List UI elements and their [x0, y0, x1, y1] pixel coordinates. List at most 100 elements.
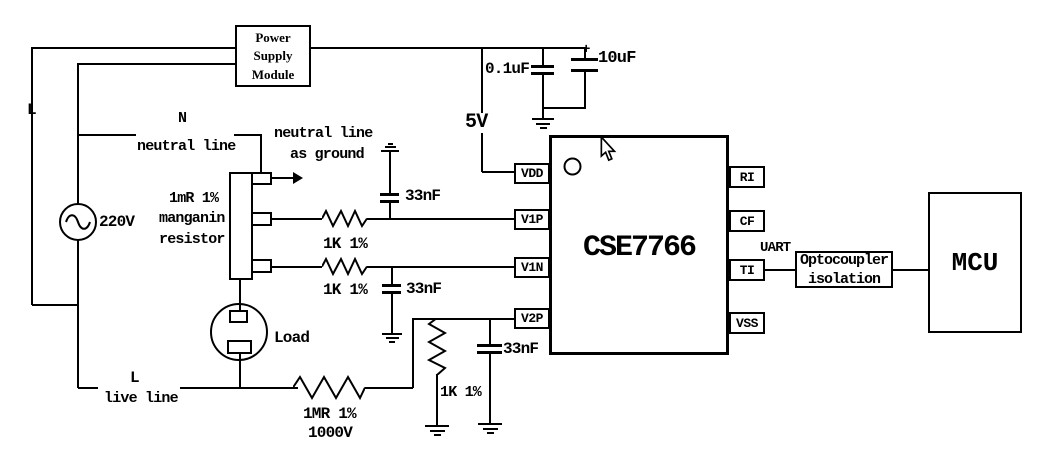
wire-cap-v1p-bottom — [389, 201, 391, 219]
label-neutral-top: N — [178, 110, 187, 127]
label-cap-10uf: 10uF — [598, 49, 636, 68]
optocoupler-label-line2: isolation — [807, 270, 881, 288]
mouse-cursor-icon — [600, 137, 617, 162]
wire-live-line-b — [365, 387, 413, 389]
ground-arrow-icon — [293, 172, 303, 184]
wire-shunt-arrow — [272, 177, 294, 179]
wire-5v-rail — [310, 47, 585, 49]
label-cap-v1n: 33nF — [406, 280, 442, 298]
pin-v1p: V1P — [514, 209, 550, 230]
label-shunt-material: manganin — [159, 210, 225, 227]
ground-icon — [536, 123, 550, 125]
wire-shunt-to-load — [239, 279, 241, 311]
label-live-line: live line — [104, 390, 179, 407]
label-r-v1p: 1K 1% — [323, 235, 368, 253]
cap-v1p-plate — [380, 193, 399, 196]
cap-v2p-plate — [477, 351, 502, 354]
psm-label-line1: Power — [255, 29, 291, 45]
label-r-live-value: 1MR 1% — [303, 405, 357, 423]
power-supply-module-box: Power Supply Module — [235, 25, 311, 87]
cap-v1n-plate — [382, 291, 401, 294]
wire-r1k-vert-bottom — [436, 374, 438, 425]
load-icon — [210, 303, 268, 361]
wire-cap-bottom — [543, 107, 586, 109]
wire-load-to-live — [239, 352, 241, 388]
cap-10uf-plate — [571, 58, 598, 61]
wire-neutral-label-left — [79, 134, 136, 136]
wire-cap01-top — [542, 47, 544, 67]
optocoupler-label-line1: Optocoupler — [799, 251, 889, 269]
label-r-live-rating: 1000V — [308, 424, 353, 442]
ground-icon — [434, 434, 441, 436]
wire-cap-v1p-top — [389, 152, 391, 194]
ground-icon — [483, 428, 498, 430]
wire-neutral-top — [79, 63, 235, 65]
pin-v2p: V2P — [514, 308, 550, 329]
wire-opto-mcu — [893, 269, 928, 271]
optocoupler-box: Optocoupler isolation — [795, 251, 893, 288]
ground-icon — [385, 146, 396, 148]
wire-cap01-bottom — [542, 73, 544, 119]
label-neutral-as-ground-2: as ground — [290, 146, 365, 163]
cap-v1n-plate — [382, 284, 401, 287]
ground-icon — [382, 333, 402, 335]
pin-vss: VSS — [729, 312, 765, 334]
ground-icon — [532, 118, 554, 120]
ground-icon — [425, 425, 449, 427]
label-neutral-line: neutral line — [137, 138, 236, 155]
wire-neutral-label-right — [234, 134, 262, 136]
ground-icon — [381, 150, 399, 152]
resistor-1k-v1n-icon — [322, 257, 367, 276]
ground-icon — [388, 143, 393, 145]
resistor-1mr-icon — [293, 375, 365, 400]
shunt-tab — [251, 259, 272, 273]
wire-neutral-to-shunt — [260, 134, 262, 172]
wire-live-line-a — [180, 387, 298, 389]
cap-10uf-plate — [571, 69, 598, 72]
wire-live-join — [32, 304, 78, 306]
wire-ti-opto — [764, 269, 795, 271]
chip-name: CSE7766 — [582, 231, 697, 265]
cap-01uf-plate — [531, 72, 554, 75]
psm-label-line2: Supply — [253, 48, 293, 63]
wire-v1n-a — [272, 266, 322, 268]
wire-live-top — [32, 47, 235, 49]
wire-v2p — [413, 318, 514, 320]
wire-source-bottom-vert — [77, 240, 79, 388]
wire-cap10-top — [584, 47, 586, 60]
resistor-1k-v1p-icon — [322, 209, 367, 228]
shunt-tab — [251, 172, 272, 185]
pin-cf: CF — [729, 210, 765, 232]
ground-icon — [430, 430, 445, 432]
label-5v-rail: 5V — [463, 111, 490, 134]
wire-v1p-a — [272, 218, 322, 220]
mcu-label: MCU — [951, 247, 999, 278]
pin-vdd: VDD — [514, 163, 550, 184]
psm-label-line3: Module — [251, 66, 295, 82]
label-source-voltage: 220V — [99, 213, 135, 231]
ground-icon — [540, 127, 547, 129]
load-contact — [229, 310, 248, 323]
pin-v1n: V1N — [514, 257, 550, 278]
wire-cap-v2p-bottom — [489, 352, 491, 423]
cap-v2p-plate — [477, 344, 502, 347]
wire-v1n-b — [367, 266, 514, 268]
wire-v2p-corner — [412, 318, 414, 388]
cap-v1p-plate — [380, 200, 399, 203]
wire-live-stub — [78, 387, 98, 389]
label-shunt-type: resistor — [159, 231, 225, 248]
wire-5v-down — [481, 47, 483, 172]
label-live-top: L — [27, 101, 37, 119]
wire-cap-v2p-top — [489, 318, 491, 345]
wire-vdd — [482, 171, 514, 173]
ground-icon — [478, 423, 502, 425]
wire-v1p-b — [367, 218, 514, 220]
label-cap-v2p: 33nF — [503, 340, 539, 358]
pin-ri: RI — [729, 166, 765, 188]
label-uart: UART — [760, 240, 791, 256]
label-neutral-as-ground-1: neutral line — [274, 125, 373, 142]
ground-icon — [487, 432, 494, 434]
mcu-box: MCU — [928, 192, 1022, 333]
ground-icon — [386, 337, 399, 339]
